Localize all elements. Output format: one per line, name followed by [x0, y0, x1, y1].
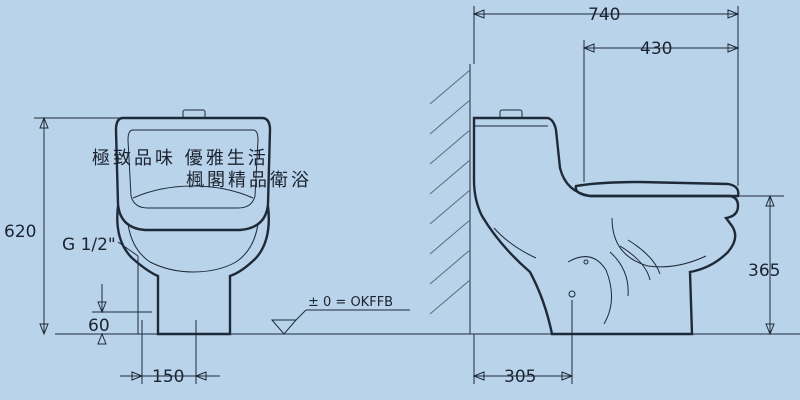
front-bowl-inner [127, 223, 259, 273]
outlet-width-dimension: 150 [120, 320, 220, 387]
side-flush-button [499, 109, 523, 119]
front-seat-arc [132, 185, 254, 199]
front-lid-inner [127, 129, 259, 209]
rim-height-dimension: 365 [738, 194, 784, 336]
front-view: 極致品味 優雅生活 楓閣精品衛浴 [55, 109, 800, 336]
seat-length-label: 430 [640, 39, 672, 59]
overall-length-dimension: 740 [472, 5, 740, 186]
inlet-thread-label: G 1/2" [62, 235, 116, 255]
inlet-height-dimension: 60 [88, 284, 152, 345]
side-bowl-inner [611, 217, 707, 268]
side-trap [567, 256, 612, 325]
floor-reference: ± 0 = OKFFB [270, 295, 410, 335]
front-flush-button [182, 109, 206, 119]
inlet-thread-callout: G 1/2" [62, 235, 139, 334]
floor-reference-label: ± 0 = OKFFB [308, 295, 393, 310]
total-height-dimension: 620 [4, 116, 120, 336]
side-body [472, 116, 740, 336]
seat-length-dimension: 430 [582, 39, 740, 182]
front-tank [114, 116, 272, 232]
total-height-label: 620 [4, 222, 36, 242]
inlet-height-label: 60 [88, 316, 110, 336]
outlet-offset-label: 305 [504, 367, 536, 387]
watermark-line1: 極致品味 優雅生活 [92, 148, 269, 169]
outlet-offset-dimension: 305 [472, 300, 574, 387]
side-view [429, 64, 740, 336]
side-seat [574, 180, 740, 198]
rim-height-label: 365 [748, 261, 780, 281]
overall-length-label: 740 [588, 5, 620, 25]
wall-hatching [429, 69, 471, 315]
watermark-line2: 楓閣精品衛浴 [186, 170, 312, 191]
outlet-width-label: 150 [152, 367, 184, 387]
front-bowl [116, 205, 270, 336]
